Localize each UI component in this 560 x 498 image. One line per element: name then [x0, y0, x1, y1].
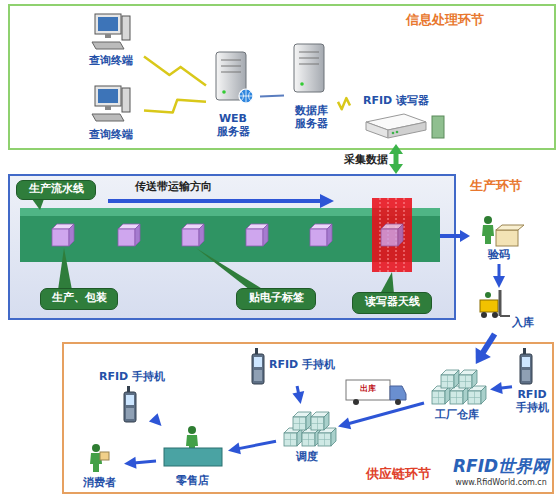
callout-bubble: 贴电子标签	[236, 288, 316, 310]
callout-text: 读写器天线	[352, 295, 432, 309]
section-title: 信息处理环节	[380, 12, 510, 27]
check-node: 验码	[470, 212, 528, 264]
forklift-wheel	[481, 312, 487, 318]
arrowhead	[389, 164, 403, 174]
arrowhead	[493, 276, 505, 288]
connector-line	[498, 264, 501, 278]
dispatch-node: 调度	[276, 404, 338, 466]
server-node: 数据库 服务器	[284, 42, 338, 146]
person-icon	[482, 216, 494, 244]
section-title: 供应链环节	[362, 466, 434, 481]
forklift-wheel	[492, 312, 498, 318]
driver	[485, 292, 491, 298]
node-label: 查询终端	[78, 128, 144, 141]
server-node: WEB 服务器	[206, 50, 260, 146]
callout-text: 贴电子标签	[236, 291, 316, 305]
edge-label: 采集数据	[344, 153, 388, 166]
section-band: 生产环节生产流水线生产、包装贴电子标签读写器天线	[8, 174, 456, 320]
node-label: RFID 手持机	[92, 370, 172, 383]
forklift-body	[480, 300, 498, 312]
terminal-node: 查询终端	[78, 12, 144, 70]
node-label: 调度	[276, 450, 338, 463]
handheld-node: RFID 手持机	[92, 370, 172, 420]
forklift-mast	[499, 290, 502, 316]
node-label: 数据库 服务器	[290, 104, 332, 130]
watermark: RFID世界网	[446, 456, 556, 476]
truck-label: 出库	[350, 384, 386, 393]
terminal-node: 查询终端	[78, 84, 144, 146]
watermark-url: www.RfidWorld.com.cn	[446, 478, 556, 488]
node-label: 消费者	[74, 476, 124, 489]
storage-node: 入库	[476, 288, 542, 334]
node-label: 验码	[470, 248, 528, 261]
node-label: RFID 读写器	[350, 94, 442, 107]
store-node: 零售店	[156, 426, 228, 490]
node-label: 零售店	[156, 474, 228, 487]
arrow-label: 传送带运输方向	[118, 180, 228, 193]
node-label: RFID 手持机	[512, 388, 552, 414]
handheld-node: RFID 手持机	[248, 346, 338, 386]
reader-node: RFID 读写器	[350, 94, 442, 144]
node-label: 查询终端	[78, 54, 144, 67]
callout-bubble: 读写器天线	[352, 292, 432, 314]
section-box: 信息处理环节查询终端查询终端WEB 服务器数据库 服务器RFID 读写器	[8, 4, 556, 150]
parcel	[496, 230, 518, 246]
forklift-fork	[500, 315, 510, 317]
parcel-top	[496, 225, 524, 230]
connector	[493, 264, 505, 288]
consumer-node: 消费者	[74, 442, 124, 490]
handheld-node: RFID 手持机	[512, 346, 552, 422]
callout-text: 生产流水线	[16, 182, 96, 196]
node-label: 工厂仓库	[424, 408, 490, 421]
callout-text: 生产、包装	[40, 291, 118, 305]
output-arrowhead	[460, 230, 470, 242]
callout-bubble: 生产、包装	[40, 288, 118, 310]
node-label: 入库	[504, 316, 542, 329]
warehouse-node: 工厂仓库	[424, 364, 490, 424]
section-title: 生产环节	[460, 178, 532, 193]
callout-bubble: 生产流水线	[16, 180, 96, 200]
node-label: RFID 手持机	[266, 358, 338, 371]
connector-line	[394, 152, 399, 166]
node-label: WEB 服务器	[212, 112, 254, 138]
